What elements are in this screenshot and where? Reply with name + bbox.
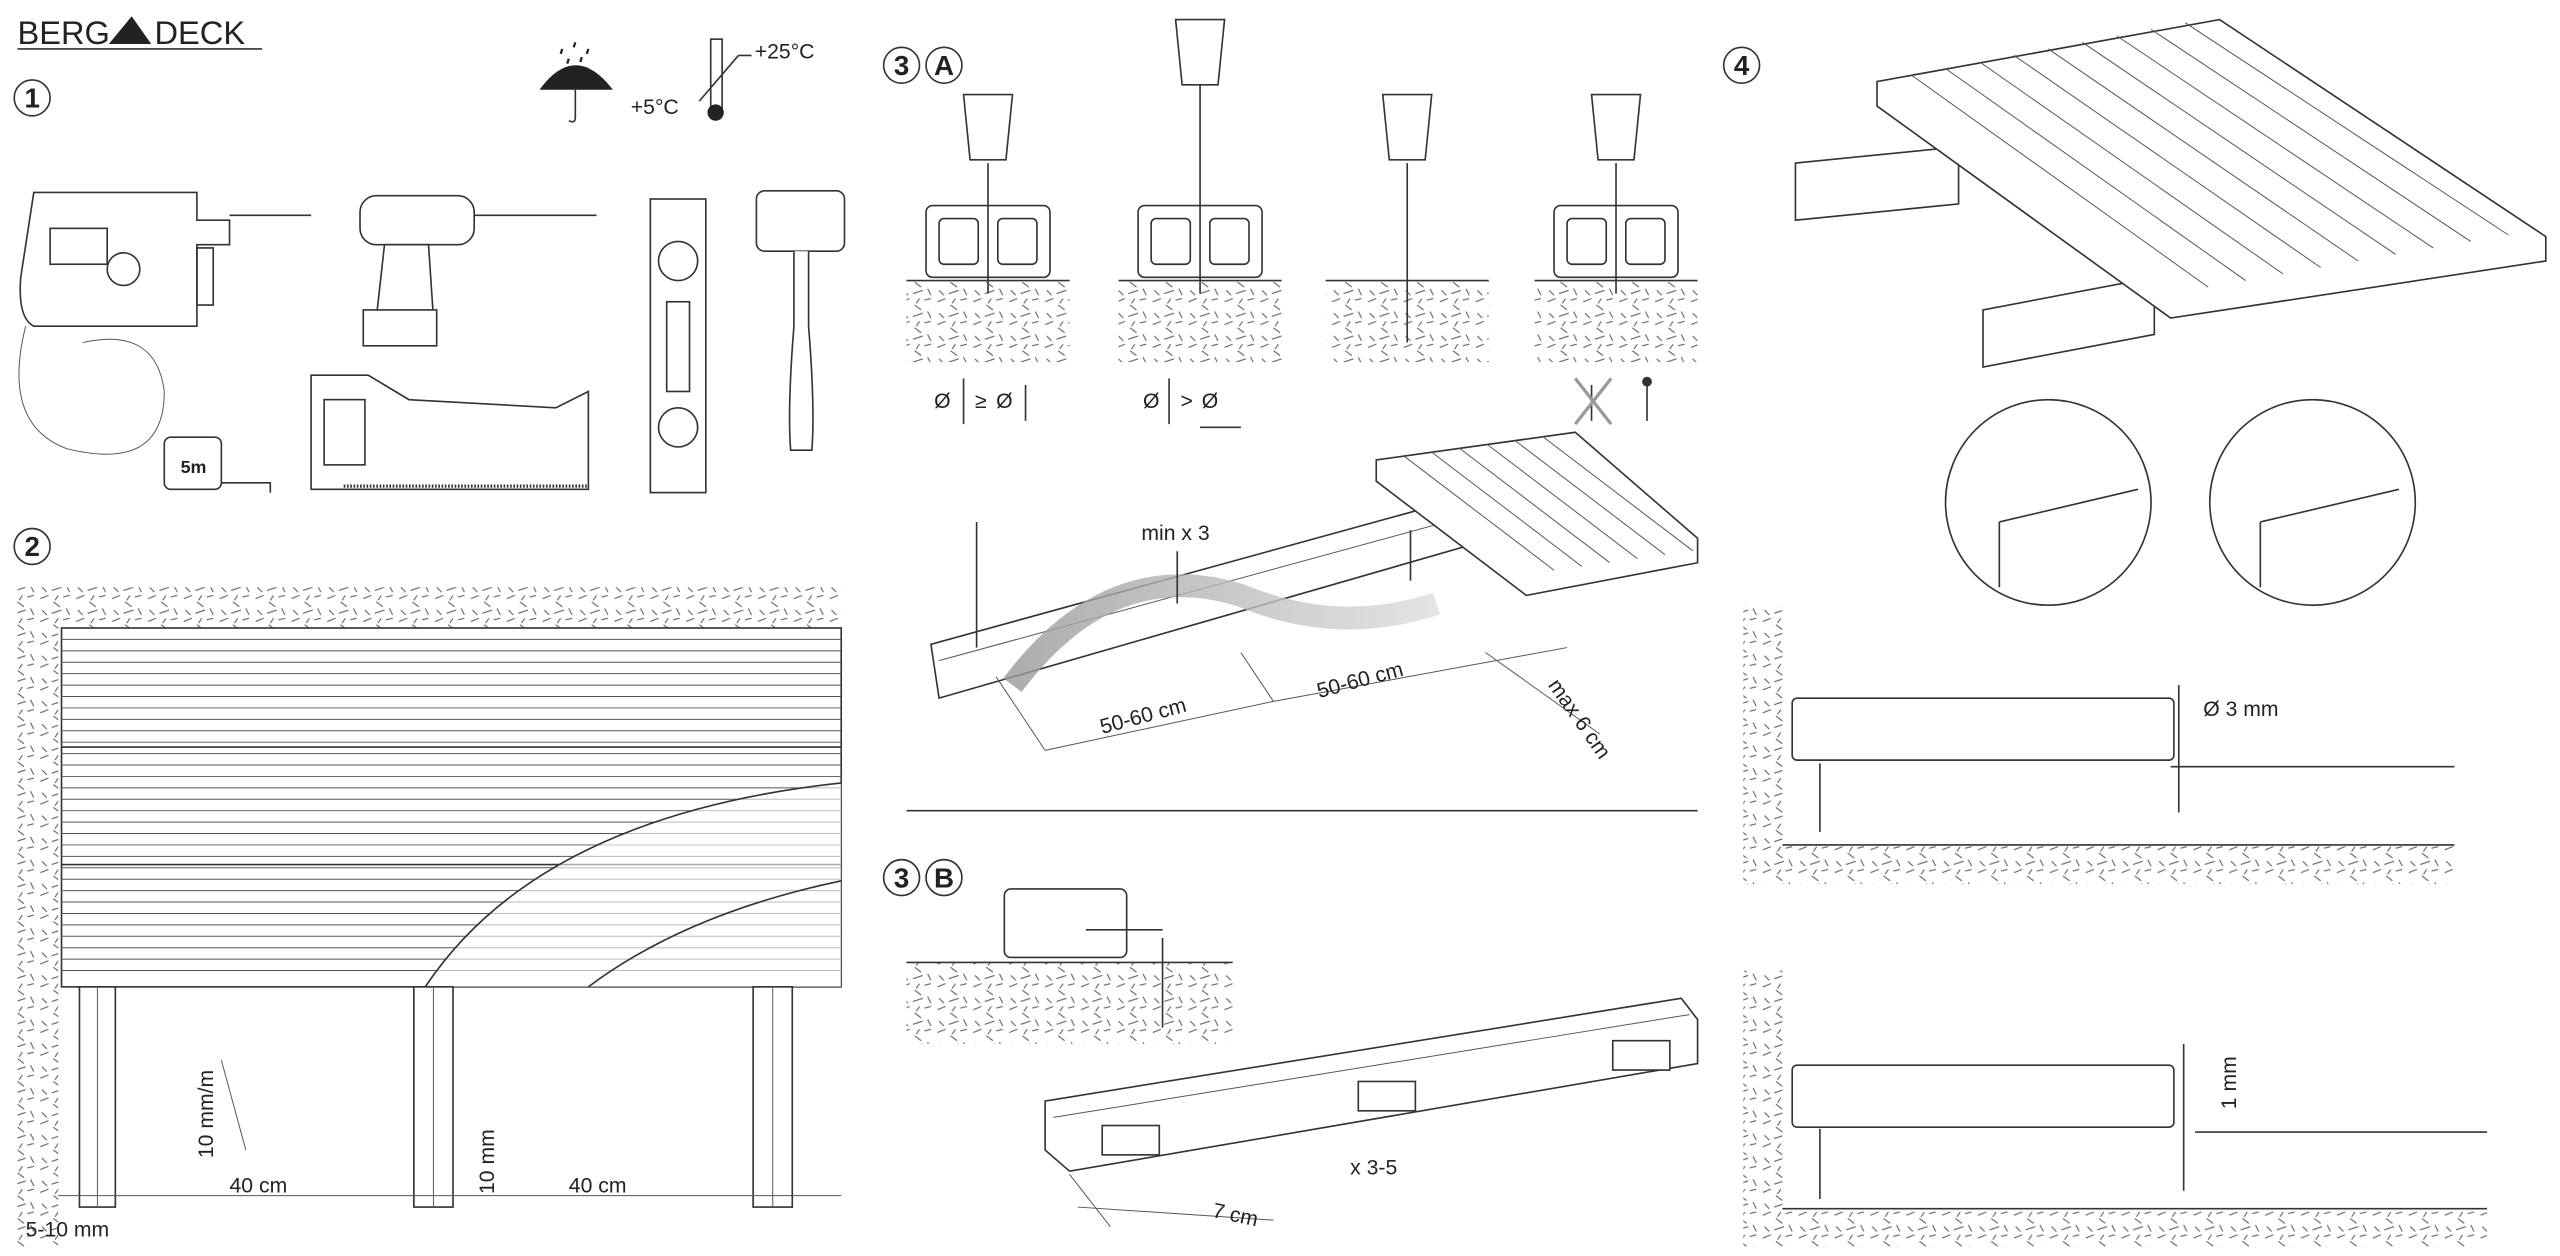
- spacing-right-label: 40 cm: [569, 1174, 627, 1197]
- bracket-offset-label: 7 cm: [1210, 1199, 1260, 1231]
- logo-text-right: DECK: [154, 14, 245, 51]
- step-3a: 3 A Ø ≥ Ø Ø > Ø: [882, 18, 1699, 763]
- brand-logo: BERG DECK: [17, 14, 263, 51]
- svg-text:Ø: Ø: [1202, 390, 1218, 413]
- detail-circle-right: [2208, 398, 2417, 606]
- min-screws-label: min x 3: [1141, 522, 1209, 545]
- svg-text:Ø: Ø: [996, 390, 1012, 413]
- logo-triangle-icon: [108, 16, 152, 45]
- step-number: 4: [1734, 50, 1750, 81]
- countersunk-screw-forbidden-icon: [1573, 376, 1652, 426]
- step-1: 1 +5°C +25°C 5m: [13, 38, 846, 494]
- drill-rule-1: Ø ≥ Ø: [934, 378, 1027, 425]
- step-2: 2 10 mm/m 40 cm 10 mm 40 cm 5-10 mm: [13, 527, 843, 1248]
- height-gap-label: 10 mm: [476, 1129, 499, 1194]
- drill-rule-2: Ø > Ø: [1143, 378, 1241, 429]
- step-number: 3: [894, 50, 909, 81]
- cross-section-lower: [1743, 970, 2488, 1248]
- svg-text:Ø: Ø: [934, 390, 950, 413]
- gap-label: 1 mm: [2218, 1056, 2241, 1109]
- umbrella-rain-icon: [539, 42, 613, 123]
- span-1-label: 50-60 cm: [1098, 694, 1189, 739]
- cross-section-upper: [1743, 606, 2455, 885]
- drill-diameter-label: Ø 3 mm: [2203, 698, 2278, 721]
- step-number: 2: [24, 531, 39, 562]
- detail-circle-left: [1944, 398, 2152, 606]
- min-temperature: +5°C: [631, 96, 679, 119]
- brackets: [1101, 1039, 1671, 1156]
- step-4: 4 Ø 3 mm 1 mm: [1722, 18, 2547, 1248]
- slope-label: 10 mm/m: [195, 1070, 218, 1158]
- step-letter: A: [934, 50, 954, 81]
- drilling-sequence: [906, 18, 1698, 363]
- joist-with-board: [930, 431, 1699, 751]
- wall-gap-label: 5-10 mm: [26, 1218, 110, 1241]
- svg-text:Ø: Ø: [1143, 390, 1159, 413]
- rubber-mallet-icon: [755, 190, 846, 452]
- step-number: 3: [894, 862, 909, 893]
- step-number: 1: [24, 83, 39, 114]
- hammer-drill-icon: [18, 191, 312, 455]
- span-2-label: 50-60 cm: [1314, 658, 1405, 703]
- cordless-drill-icon: [359, 194, 597, 347]
- thermometer-icon: [698, 38, 752, 121]
- spacing-left-label: 40 cm: [230, 1174, 288, 1197]
- brackets-count-label: x 3-5: [1350, 1156, 1397, 1179]
- joist-posts: [78, 986, 794, 1208]
- tape-measure-icon: 5m: [163, 436, 272, 493]
- max-temperature: +25°C: [755, 41, 815, 64]
- hacksaw-icon: [310, 374, 590, 491]
- svg-text:≥: ≥: [975, 390, 987, 413]
- overhang-label: max 6 cm: [1543, 675, 1615, 763]
- tape-measure-label: 5m: [181, 457, 207, 477]
- step-letter: B: [934, 862, 954, 893]
- svg-text:>: >: [1180, 390, 1192, 413]
- spirit-level-icon: [649, 198, 707, 494]
- logo-text-left: BERG: [17, 14, 109, 51]
- step-3b: 3 B x 3-5 7 cm: [882, 858, 1699, 1231]
